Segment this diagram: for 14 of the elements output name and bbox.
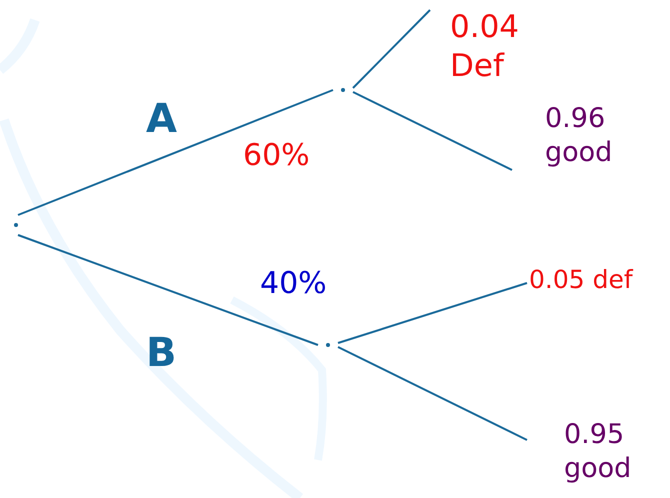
outcome-probability: 0.96 good: [545, 102, 614, 170]
outcome-probability: 0.04 Def: [450, 8, 520, 86]
tree-branch: [18, 234, 318, 346]
branch-name: B: [146, 330, 176, 376]
outcome-probability: 0.95 good: [564, 418, 632, 486]
tree-branch: [338, 346, 528, 441]
edge-label: 60%: [243, 138, 310, 173]
tree-branch: [338, 282, 528, 344]
tree-branch: [18, 89, 334, 216]
edge-label: 40%: [260, 266, 327, 301]
outcome-probability: 0.05 def: [529, 264, 634, 296]
branch-name: A: [146, 96, 177, 142]
tree-branch: [352, 91, 512, 171]
tree-branch: [352, 9, 431, 89]
